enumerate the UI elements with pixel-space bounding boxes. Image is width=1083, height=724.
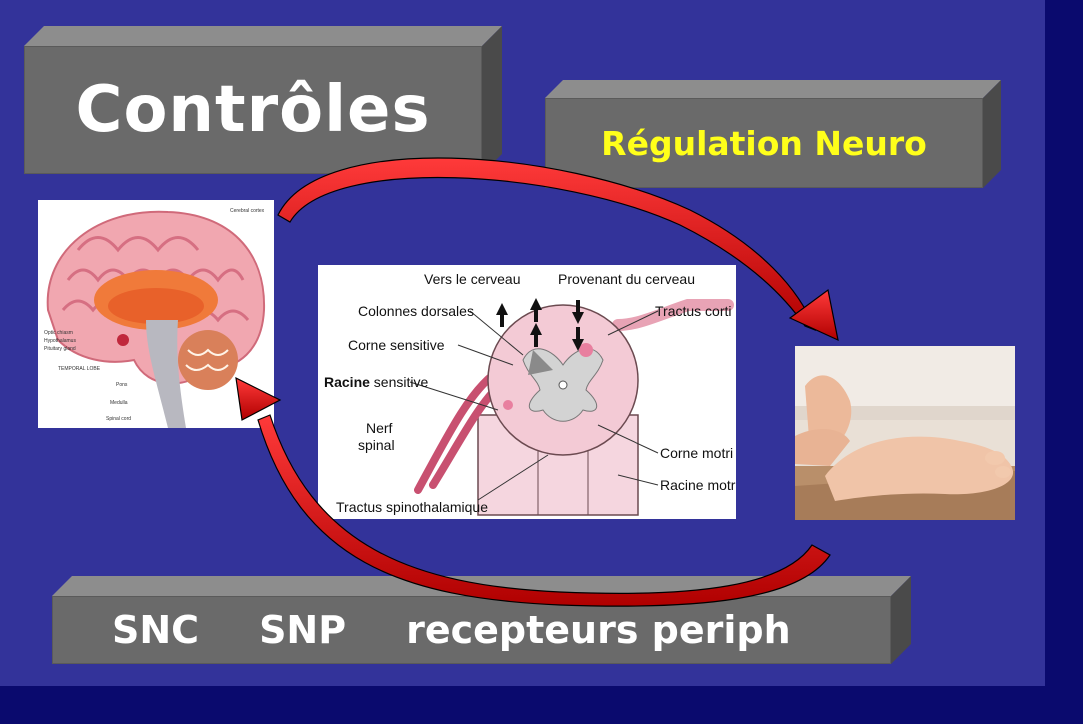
bottom-label: SNC SNP recepteurs periph xyxy=(52,596,891,664)
brain-label-optic: Optic chiasm xyxy=(44,330,73,336)
label-spinal: spinal xyxy=(358,437,395,453)
title-box-top xyxy=(24,26,502,46)
label-nerf: Nerf xyxy=(366,420,392,436)
brain-label-hypothalamus: Hypothalamus xyxy=(44,338,76,344)
label-racine-sensitive: Racine sensitive xyxy=(324,374,428,390)
label-racine-motri: Racine motri xyxy=(660,477,736,493)
label-corne-sensitive: Corne sensitive xyxy=(348,337,445,353)
label-colonnes-dorsales: Colonnes dorsales xyxy=(358,303,474,319)
label-corne-motri: Corne motri xyxy=(660,445,733,461)
bottom-box: SNC SNP recepteurs periph xyxy=(52,576,911,664)
brain-label-cortex: Cerebral cortex xyxy=(230,208,264,214)
brain-label-medulla: Medulla xyxy=(110,400,128,406)
label-vers-cerveau: Vers le cerveau xyxy=(424,271,521,287)
brain-label-spinal: Spinal cord xyxy=(106,416,131,422)
label-snc: SNC xyxy=(112,608,199,652)
foot-image xyxy=(795,346,1015,520)
brain-label-pons: Pons xyxy=(116,382,127,388)
regulation-box-top xyxy=(545,80,1001,98)
spinal-cord-figure: Vers le cerveau Provenant du cerveau Col… xyxy=(318,265,736,519)
label-recepteurs: recepteurs periph xyxy=(406,608,791,652)
title-box: Contrôles xyxy=(24,26,502,174)
brain-label-pituitary: Pituitary gland xyxy=(44,346,76,352)
brain-drawing xyxy=(38,200,274,428)
label-tractus-spino: Tractus spinothalamique xyxy=(336,499,488,515)
label-provenant-cerveau: Provenant du cerveau xyxy=(558,271,695,287)
brain-label-temporal: TEMPORAL LOBE xyxy=(58,366,100,372)
regulation-box-side xyxy=(983,80,1001,188)
brain-image: Cerebral cortex Optic chiasm Hypothalamu… xyxy=(38,200,274,428)
label-snp: SNP xyxy=(259,608,346,652)
regulation-box: Régulation Neuro xyxy=(545,80,1001,188)
bottom-box-top xyxy=(52,576,911,596)
foot-drawing xyxy=(795,346,1015,520)
regulation-label: Régulation Neuro xyxy=(545,98,983,188)
title-box-side xyxy=(482,26,502,174)
label-tractus-cort: Tractus corti xyxy=(655,303,732,319)
slide-title: Contrôles xyxy=(24,46,482,174)
